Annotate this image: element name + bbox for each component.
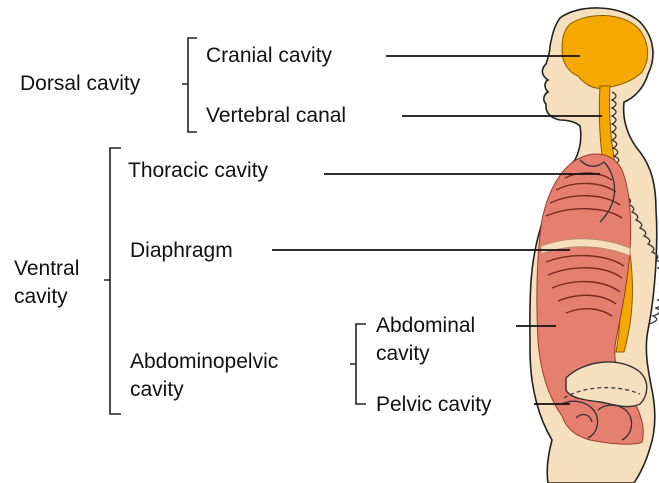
dorsal-bracket xyxy=(182,38,197,132)
ventral-cavity-label-line1: Ventral xyxy=(14,255,79,282)
abdominal-cavity-label-line2: cavity xyxy=(376,340,430,367)
dorsal-cavity-label: Dorsal cavity xyxy=(20,70,140,97)
abdominopelvic-label-line2: cavity xyxy=(130,376,184,403)
pelvic-cavity-label: Pelvic cavity xyxy=(376,391,492,418)
cranial-cavity-label: Cranial cavity xyxy=(206,42,332,69)
abdominopelvic-label-line1: Abdominopelvic xyxy=(130,348,278,375)
ventral-bracket xyxy=(104,148,121,414)
ventral-cavity-label-line2: cavity xyxy=(14,283,68,310)
abdominal-cavity-label-line1: Abdominal xyxy=(376,312,475,339)
thoracic-cavity-label: Thoracic cavity xyxy=(128,157,268,184)
abdominopelvic-bracket xyxy=(350,324,366,404)
diaphragm-label: Diaphragm xyxy=(130,237,233,264)
vertebral-canal-label: Vertebral canal xyxy=(206,102,346,129)
